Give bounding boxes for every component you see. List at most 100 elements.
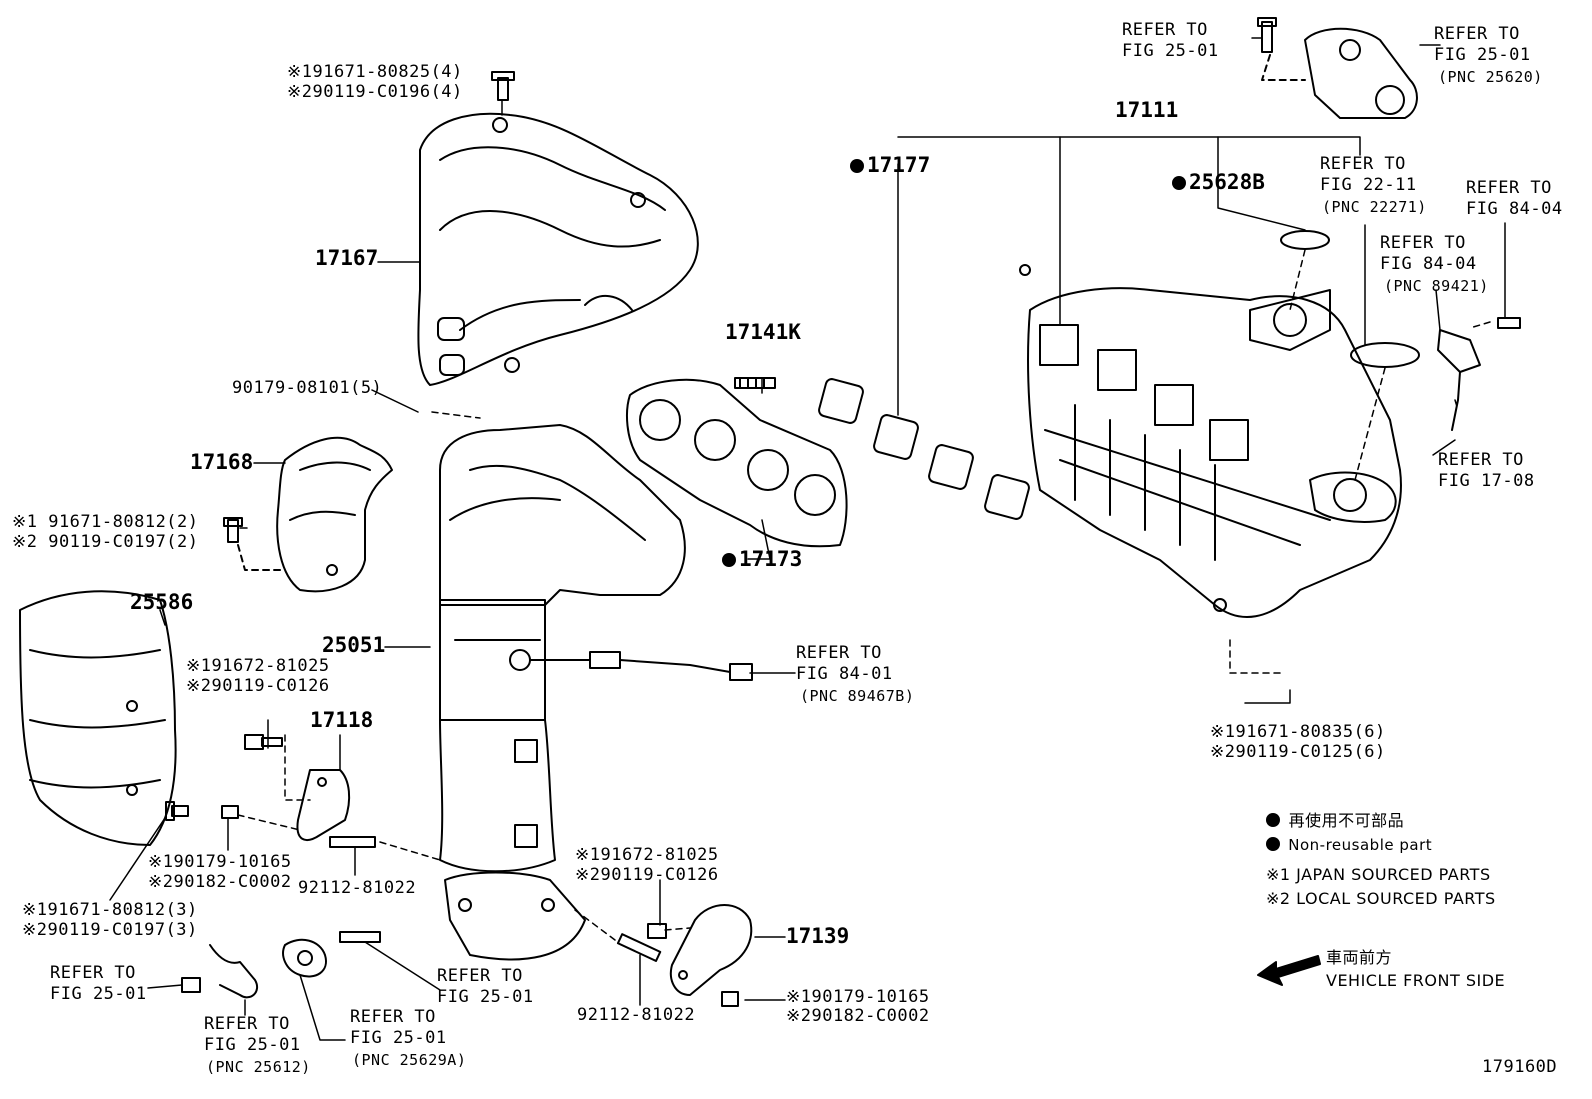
non-reusable-dot-icon — [1266, 813, 1280, 827]
figure-id: 179160D — [1482, 1057, 1558, 1077]
refer-8401-2: FIG 84-01 — [796, 664, 893, 684]
part-17167: 17167 — [315, 246, 379, 270]
refer-8404a-2: FIG 84-04 — [1466, 199, 1563, 219]
non-reusable-dot-icon — [1266, 837, 1280, 851]
part-17111: 17111 — [1115, 98, 1179, 122]
bracket-17118 — [296, 769, 351, 841]
nut-17139 — [721, 991, 739, 1007]
refer-bottom-center-2: FIG 25-01 — [350, 1028, 447, 1048]
pipe-clamp — [181, 944, 259, 999]
nut-17118 — [221, 805, 239, 819]
refer-bottom-mid-pnc: (PNC 25612) — [206, 1058, 311, 1076]
part-17177-label: 17177 — [867, 153, 931, 177]
stud-92112-a — [329, 836, 376, 848]
front-arrow-icon — [1257, 955, 1321, 986]
exhaust-manifold-25051 — [439, 424, 753, 961]
legend-non-reusable-label: Non-reusable part — [1288, 836, 1433, 854]
gasket-17173 — [626, 378, 848, 548]
part-25628b-label: 25628B — [1189, 170, 1265, 194]
throttle-body-25620 — [1304, 27, 1418, 119]
refer-8404b-pnc: (PNC 89421) — [1384, 277, 1489, 295]
refer-bottom-center-pnc: (PNC 25629A) — [352, 1051, 467, 1069]
nut-label-17118-1: ※190179-10165 — [148, 852, 292, 872]
refer-8404b-1: REFER TO — [1380, 233, 1466, 253]
bolt-label-17168-2: ※2 90119-C0197(2) — [12, 532, 199, 552]
heat-insulator-25586 — [19, 590, 177, 846]
part-92112-b: 92112-81022 — [577, 1005, 696, 1025]
refer-1708-1: REFER TO — [1438, 450, 1524, 470]
heat-insulator-17168 — [276, 436, 393, 593]
nut-label-17139-1: ※190179-10165 — [786, 987, 930, 1007]
bolt-label-17118-1: ※191672-81025 — [186, 656, 330, 676]
part-17173-label: 17173 — [739, 547, 803, 571]
refer-bottom-left-1: REFER TO — [50, 963, 136, 983]
refer-2211-1: REFER TO — [1320, 154, 1406, 174]
part-25051: 25051 — [322, 633, 386, 657]
refer-bottom-right-2: FIG 25-01 — [437, 987, 534, 1007]
bracket-17139 — [670, 904, 753, 996]
part-90179-08101: 90179-08101(5) — [232, 378, 383, 398]
bolt-17139 — [647, 923, 667, 939]
part-17173: 17173 — [722, 549, 802, 570]
part-17177: 17177 — [850, 155, 930, 176]
part-17168: 17168 — [190, 450, 254, 474]
gasket-25629a — [282, 938, 327, 978]
non-reusable-dot-icon — [722, 553, 736, 567]
non-reusable-dot-icon — [850, 159, 864, 173]
refer-top-right-1: REFER TO — [1434, 24, 1520, 44]
refer-bottom-left-2: FIG 25-01 — [50, 984, 147, 1004]
legend-local-sourced: ※2 LOCAL SOURCED PARTS — [1266, 889, 1496, 908]
refer-8404b-2: FIG 84-04 — [1380, 254, 1477, 274]
bolt-label-17118-2: ※290119-C0126 — [186, 676, 330, 696]
refer-top-right-2: FIG 25-01 — [1434, 45, 1531, 65]
sensor-89421 — [1437, 317, 1521, 431]
bolt-label-heat-2: ※290119-C0196(4) — [287, 82, 463, 102]
part-17141k: 17141K — [725, 320, 801, 344]
intake-manifold-17111 — [1019, 264, 1402, 618]
bolt-top — [1257, 17, 1277, 53]
refer-8404a-1: REFER TO — [1466, 178, 1552, 198]
bolt-25586 — [165, 801, 189, 821]
bolt-label-intake-2: ※290119-C0125(6) — [1210, 742, 1386, 762]
legend-front: VEHICLE FRONT SIDE — [1326, 971, 1506, 990]
refer-bottom-mid-1: REFER TO — [204, 1014, 290, 1034]
bolt-label-heat-1: ※191671-80825(4) — [287, 62, 463, 82]
nut-label-17139-2: ※290182-C0002 — [786, 1006, 930, 1026]
refer-2211-2: FIG 22-11 — [1320, 175, 1417, 195]
legend-jp-non-reusable: 再使用不可部品 — [1266, 810, 1404, 831]
part-17118: 17118 — [310, 708, 374, 732]
bolt-label-25586-1: ※191671-80812(3) — [22, 900, 198, 920]
gaskets-17177 — [818, 378, 1030, 520]
non-reusable-dot-icon — [1172, 176, 1186, 190]
legend-jp-non-reusable-label: 再使用不可部品 — [1288, 811, 1405, 830]
refer-top-left-1: REFER TO — [1122, 20, 1208, 40]
part-17139: 17139 — [786, 924, 850, 948]
refer-2211-pnc: (PNC 22271) — [1322, 198, 1427, 216]
stud-17141k — [734, 377, 776, 389]
refer-top-left-2: FIG 25-01 — [1122, 41, 1219, 61]
part-25586: 25586 — [130, 590, 194, 614]
heat-insulator-17167 — [417, 112, 699, 386]
bolt-label-17168-1: ※1 91671-80812(2) — [12, 512, 199, 532]
dashed-lines — [237, 249, 1491, 941]
refer-8401-1: REFER TO — [796, 643, 882, 663]
bolt-label-17139-2: ※290119-C0126 — [575, 865, 719, 885]
o-ring-22271 — [1350, 342, 1420, 368]
refer-bottom-mid-2: FIG 25-01 — [204, 1035, 301, 1055]
nut-label-17118-2: ※290182-C0002 — [148, 872, 292, 892]
bolt-label-17139-1: ※191672-81025 — [575, 845, 719, 865]
bolt-17118 — [244, 734, 283, 750]
o-ring-25628b — [1280, 230, 1330, 250]
refer-bottom-right-1: REFER TO — [437, 966, 523, 986]
part-25628b: 25628B — [1172, 172, 1265, 193]
bolt-label-intake-1: ※191671-80835(6) — [1210, 722, 1386, 742]
refer-8401-pnc: (PNC 89467B) — [800, 687, 915, 705]
refer-1708-2: FIG 17-08 — [1438, 471, 1535, 491]
part-92112-a: 92112-81022 — [298, 878, 417, 898]
bolt-heat-insulator — [491, 71, 515, 101]
legend-non-reusable: Non-reusable part — [1266, 835, 1432, 856]
stud-bottom — [339, 931, 381, 943]
refer-bottom-center-1: REFER TO — [350, 1007, 436, 1027]
